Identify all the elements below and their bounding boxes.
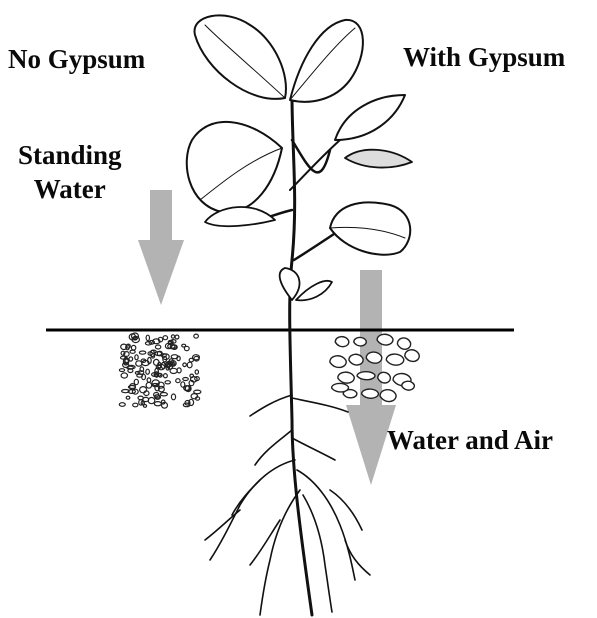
water-and-air-label: Water and Air [387, 425, 553, 456]
soil-aggregate [349, 354, 363, 365]
soil-particle [143, 405, 146, 408]
soil-aggregate [366, 352, 382, 363]
standing-water-label-line2: Water [18, 172, 122, 206]
soil-aggregate [335, 337, 349, 347]
soil-particle [148, 398, 155, 404]
soil-particle [135, 355, 138, 360]
soil-particle [171, 335, 174, 338]
soil-aggregate [377, 334, 393, 345]
soil-aggregate [402, 381, 415, 390]
soil-particle [183, 378, 189, 381]
leaf [335, 95, 405, 140]
soil-particle [155, 345, 160, 349]
soil-particle [145, 342, 151, 345]
compacted-soil-particles [119, 333, 201, 408]
soil-particle [165, 381, 170, 384]
soil-particle [194, 334, 199, 338]
soil-aggregate [380, 390, 396, 402]
soil-particle [187, 362, 192, 368]
soil-aggregate [405, 350, 419, 362]
soil-aggregate [362, 389, 379, 398]
soil-particle [184, 346, 189, 350]
leaf [345, 150, 412, 168]
soil-particle [133, 403, 138, 407]
soil-particle [194, 390, 201, 394]
soil-aggregate [330, 356, 346, 368]
soil-particle [176, 379, 180, 383]
soil-particle [119, 369, 124, 372]
soil-particle [195, 370, 198, 374]
with-gypsum-label: With Gypsum [403, 42, 565, 73]
standing-water-arrow [138, 190, 184, 305]
soil-particle [126, 396, 130, 399]
soil-particle [164, 374, 168, 378]
standing-water-label: Standing Water [18, 138, 122, 206]
soil-particle [140, 387, 147, 393]
leaf [296, 281, 332, 300]
soil-aggregate [386, 354, 403, 365]
soil-particle [146, 335, 149, 340]
soil-particle [171, 394, 175, 400]
soil-aggregate [332, 383, 349, 392]
soil-particle [146, 382, 152, 388]
leaf [280, 268, 300, 300]
soil-aggregate [378, 372, 391, 383]
soil-particle [131, 345, 135, 350]
soil-particle [139, 351, 145, 354]
soil-particle [121, 373, 127, 378]
soil-particle [147, 378, 151, 382]
soil-particle [191, 394, 197, 399]
soil-particle [146, 369, 150, 374]
soil-particle [119, 403, 125, 407]
standing-water-label-line1: Standing [18, 138, 122, 172]
soil-particle [163, 336, 168, 340]
soil-particle [129, 357, 133, 361]
soil-particle [130, 350, 135, 353]
soil-particle [154, 402, 161, 406]
no-gypsum-label: No Gypsum [8, 44, 145, 75]
soil-aggregate [354, 337, 366, 346]
soil-aggregate [397, 338, 410, 349]
leaf [290, 20, 363, 102]
soil-aggregate [357, 372, 375, 380]
soil-particle [160, 393, 167, 396]
soil-particle [155, 352, 162, 356]
soil-aggregate [338, 372, 354, 383]
soil-particle [175, 335, 179, 339]
soil-particle [183, 363, 187, 367]
